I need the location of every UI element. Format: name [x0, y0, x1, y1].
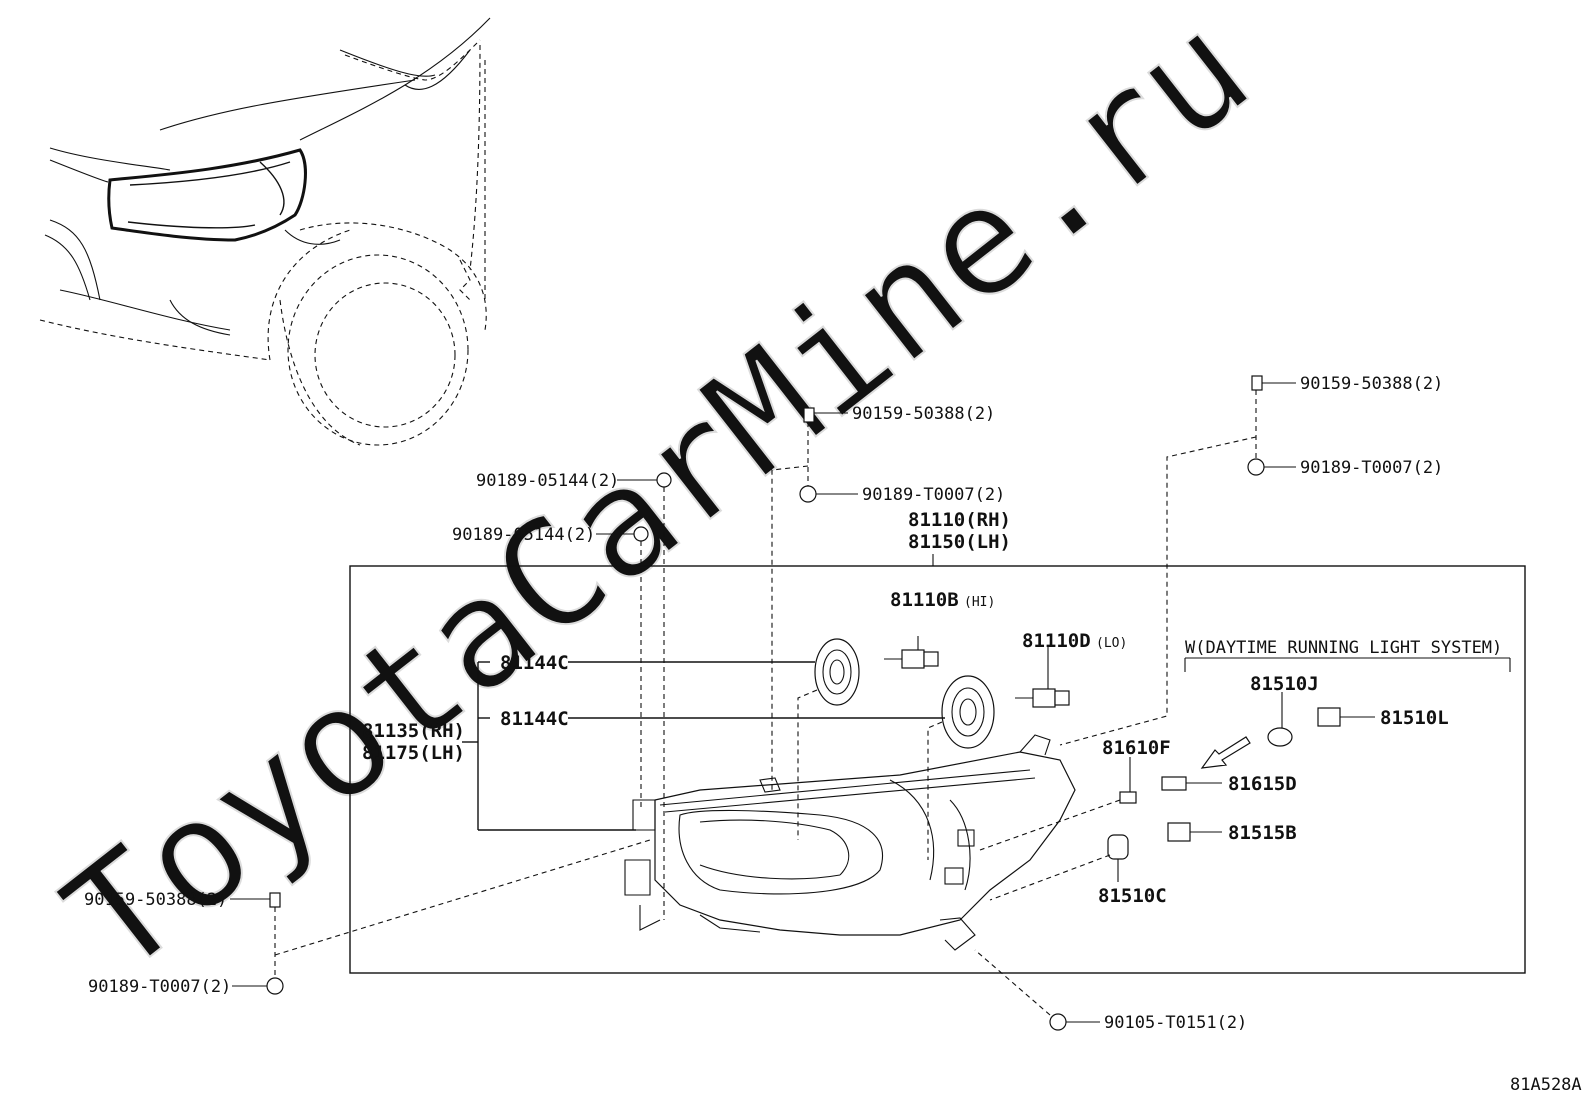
- label-81610f: 81610F: [1102, 737, 1171, 759]
- assembly-frame: [349, 565, 1526, 974]
- label-cover-lower: 81144C: [500, 708, 569, 730]
- vehicle-front-sketch: [39, 17, 491, 446]
- label-81515b: 81515B: [1228, 822, 1297, 844]
- assembly-guide-lines: [274, 390, 1257, 1016]
- bulb-lo: [1015, 645, 1070, 708]
- cover-81144c-lower: [941, 675, 995, 749]
- label-bolt-top-center: 90159-50388(2): [852, 404, 995, 424]
- label-screw-bottom: 90105-T0151(2): [1104, 1013, 1247, 1033]
- fastener-clip-top-center: [799, 485, 858, 503]
- headlamp-housing: [624, 734, 1076, 951]
- assembly-label-lh: 81150(LH): [908, 531, 1011, 553]
- label-clip-bottom-left: 90189-T0007(2): [88, 977, 231, 997]
- label-81615d: 81615D: [1228, 773, 1297, 795]
- socket-81615d: [1161, 776, 1222, 791]
- fastener-bolt-top-right: [1251, 375, 1296, 391]
- label-drl-note: W(DAYTIME RUNNING LIGHT SYSTEM): [1185, 638, 1502, 658]
- label-bulb-lo: 81110D: [1022, 630, 1091, 652]
- label-81510l: 81510L: [1380, 707, 1449, 729]
- label-housing-lh: 81175(LH): [362, 742, 465, 764]
- socket-81515b: [1167, 822, 1222, 842]
- diagram-code: 81A528A: [1510, 1075, 1582, 1095]
- label-81510j: 81510J: [1250, 673, 1319, 695]
- fastener-bolt-top-center: [803, 407, 848, 423]
- label-bolt-bottom-left: 90159-50388(2): [84, 890, 227, 910]
- bulb-81510c: [1107, 834, 1129, 882]
- label-81510c: 81510C: [1098, 885, 1167, 907]
- label-bulb-hi: 81110B: [890, 589, 959, 611]
- bulb-hi: [884, 636, 939, 669]
- fastener-clip-bottom-left: [232, 977, 284, 995]
- label-housing-rh: 81135(RH): [362, 720, 465, 742]
- label-cover-upper: 81144C: [500, 652, 569, 674]
- label-bulb-hi-tag: (HI): [964, 595, 995, 610]
- label-bolt-left-top: 90189-05144(2): [476, 471, 619, 491]
- bulb-81610f: [1119, 757, 1137, 804]
- socket-81510l: [1317, 707, 1375, 727]
- leader-lines: [462, 661, 945, 831]
- bulb-81510j: [1267, 692, 1293, 747]
- cover-81144c-upper: [814, 638, 860, 706]
- assembly-label-rh: 81110(RH): [908, 509, 1011, 531]
- fastener-screw-bottom: [1049, 1013, 1100, 1031]
- label-clip-top-right: 90189-T0007(2): [1300, 458, 1443, 478]
- label-bolt-top-right: 90159-50388(2): [1300, 374, 1443, 394]
- label-clip-top-center: 90189-T0007(2): [862, 485, 1005, 505]
- direction-arrow-icon: [1200, 736, 1251, 769]
- fastener-clip-top-right: [1247, 458, 1296, 476]
- label-bolt-left-mid: 90189-05144(2): [452, 525, 595, 545]
- label-bulb-lo-tag: (LO): [1096, 636, 1127, 651]
